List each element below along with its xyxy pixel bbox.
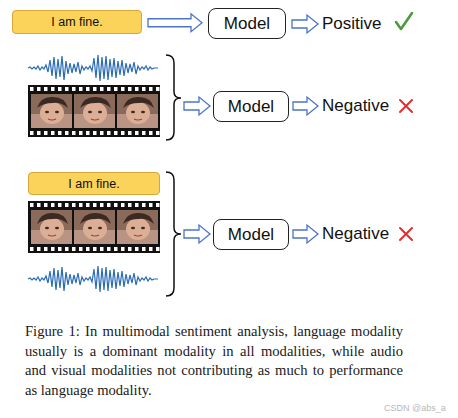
sentiment-label: Positive: [322, 14, 382, 34]
block-arrow: [293, 97, 318, 115]
box-text: I am fine.: [68, 177, 119, 191]
model-box: Model: [213, 91, 289, 122]
block-arrow: [293, 225, 318, 243]
block-arrow: [148, 14, 202, 32]
check-mark: [396, 13, 412, 29]
cross-mark: [400, 228, 412, 240]
sentence-box: I am fine.: [12, 10, 142, 34]
box-text: I am fine.: [51, 15, 102, 29]
audio-waveform: [28, 55, 158, 81]
watermark: CSDN @abs_a: [384, 403, 446, 413]
audio-waveform: [28, 266, 158, 292]
box-text: Model: [224, 14, 270, 34]
figure-caption: Figure 1: In multimodal sentiment analys…: [25, 322, 403, 400]
block-arrow: [184, 97, 210, 115]
block-arrow: [292, 15, 318, 33]
block-arrow: [184, 225, 210, 243]
model-box: Model: [213, 219, 289, 250]
curly-bracket: [166, 55, 181, 140]
sentence-box: I am fine.: [28, 172, 160, 195]
box-text: Model: [228, 97, 274, 117]
cross-mark: [400, 100, 412, 112]
video-filmstrip: [28, 201, 160, 253]
box-text: Model: [228, 225, 274, 245]
model-box: Model: [208, 8, 286, 39]
video-filmstrip: [28, 85, 160, 137]
sentiment-label: Negative: [322, 224, 389, 244]
sentiment-label: Negative: [322, 96, 389, 116]
curly-bracket: [166, 172, 181, 296]
